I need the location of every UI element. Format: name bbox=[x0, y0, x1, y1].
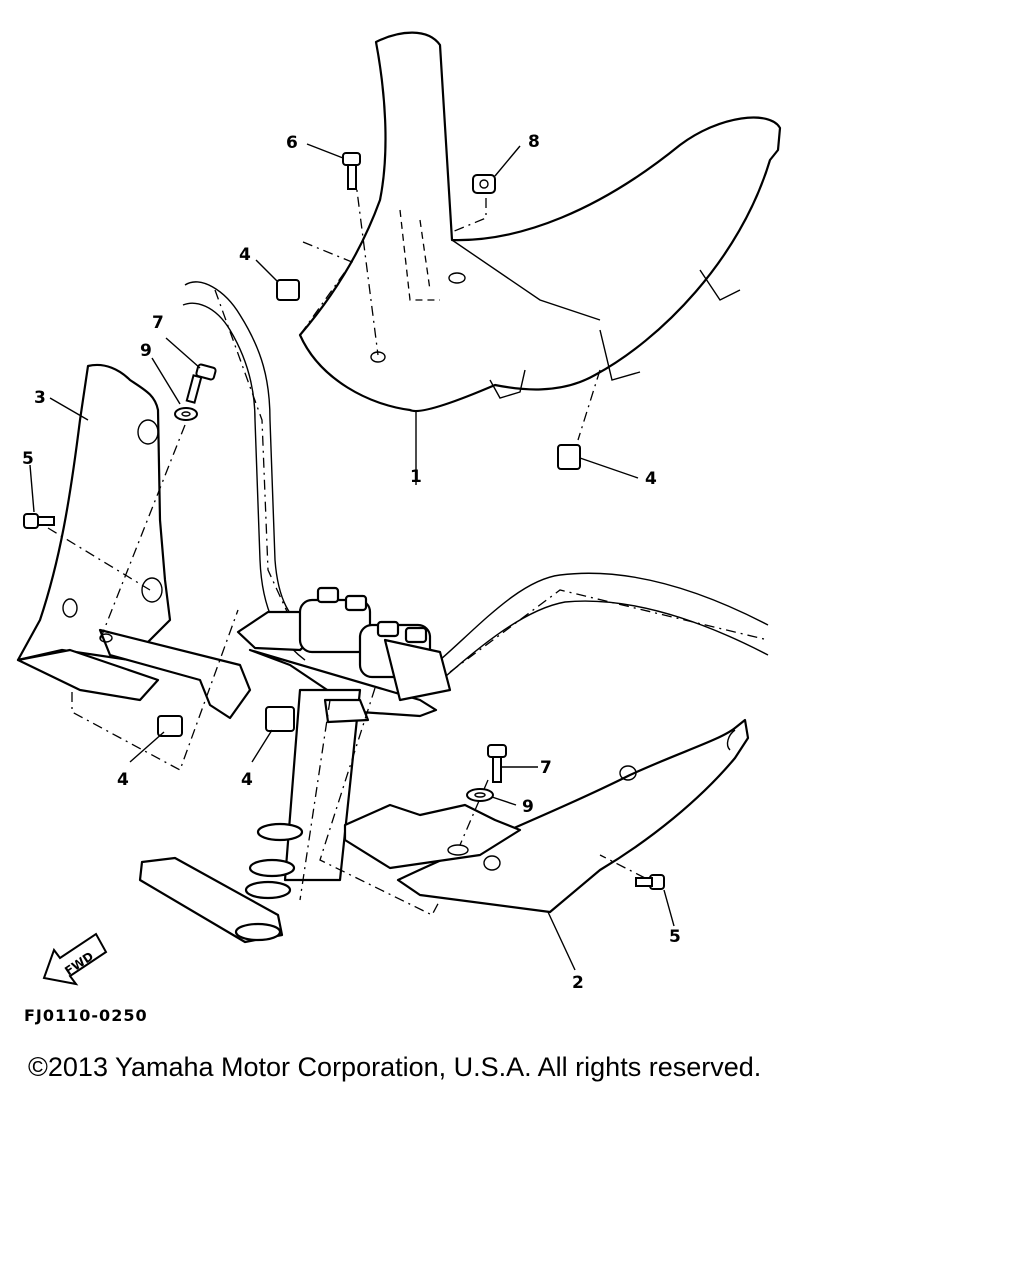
part-5-screw-left bbox=[23, 513, 55, 529]
part-6-bolt bbox=[342, 152, 361, 190]
part-7-screw-right bbox=[487, 744, 507, 783]
part-1-upper-cover bbox=[298, 31, 782, 485]
callout-4: 4 bbox=[645, 469, 657, 489]
leader-lines bbox=[29, 143, 675, 971]
part-4-clip-center bbox=[265, 706, 295, 732]
part-3-left-panel bbox=[16, 363, 252, 720]
handlebar bbox=[182, 281, 769, 691]
part-7-screw-left bbox=[185, 363, 217, 404]
part-2-right-panel bbox=[343, 718, 750, 914]
copyright-notice: ©2013 Yamaha Motor Corporation, U.S.A. A… bbox=[28, 1052, 762, 1082]
callout-3: 3 bbox=[34, 388, 46, 408]
callout-1: 1 bbox=[410, 467, 422, 487]
steering-column bbox=[138, 688, 370, 944]
callout-9: 9 bbox=[140, 341, 152, 361]
callout-5: 5 bbox=[669, 927, 681, 947]
callout-7: 7 bbox=[540, 758, 552, 778]
callout-4: 4 bbox=[241, 770, 253, 790]
reference-code: FJ0110-0250 bbox=[24, 1006, 148, 1025]
part-8-nut bbox=[472, 174, 496, 194]
callout-8: 8 bbox=[528, 132, 540, 152]
part-9-washer-left bbox=[174, 407, 198, 421]
part-4-clip-top bbox=[276, 279, 300, 301]
handlebar-riser-clamp bbox=[236, 586, 452, 718]
callout-7: 7 bbox=[152, 313, 164, 333]
part-4-clip-right bbox=[557, 444, 581, 470]
fasteners bbox=[23, 152, 665, 890]
callout-6: 6 bbox=[286, 133, 298, 153]
callout-5: 5 bbox=[22, 449, 34, 469]
part-5-screw-right bbox=[635, 874, 665, 890]
callout-9: 9 bbox=[522, 797, 534, 817]
callout-4: 4 bbox=[117, 770, 129, 790]
assembly-lines bbox=[47, 174, 646, 916]
callout-labels: 6 8 4 7 9 3 5 1 4 4 4 7 9 5 2 bbox=[22, 132, 681, 993]
fwd-arrow-icon: FWD bbox=[42, 932, 108, 986]
callout-4: 4 bbox=[239, 245, 251, 265]
exploded-parts-diagram: 6 8 4 7 9 3 5 1 4 4 4 7 9 5 2 FWD bbox=[16, 31, 782, 993]
part-9-washer-right bbox=[466, 788, 494, 802]
callout-2: 2 bbox=[572, 973, 584, 993]
part-4-clip-left-bottom bbox=[157, 715, 183, 737]
